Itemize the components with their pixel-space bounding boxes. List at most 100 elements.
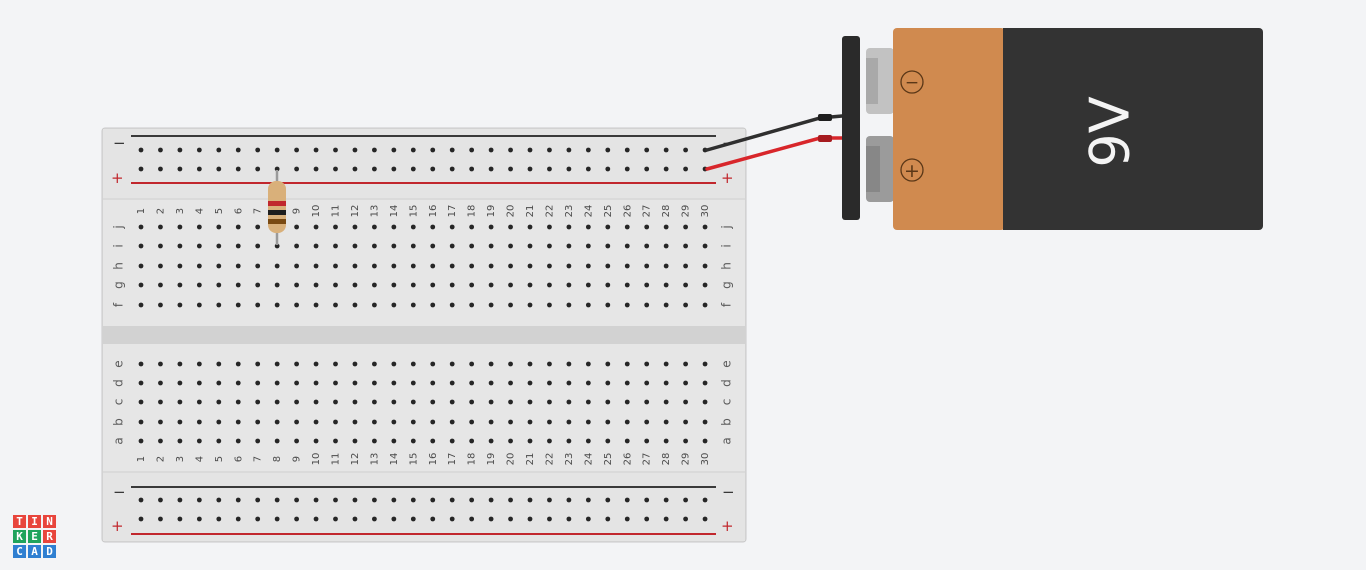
breadboard-hole[interactable] bbox=[372, 224, 377, 230]
top-rail-positive-hole[interactable] bbox=[216, 166, 222, 172]
breadboard-hole[interactable] bbox=[410, 282, 416, 288]
breadboard-hole[interactable] bbox=[605, 263, 611, 269]
breadboard-hole[interactable] bbox=[702, 302, 708, 308]
breadboard-hole[interactable] bbox=[313, 419, 319, 425]
breadboard-hole[interactable] bbox=[624, 399, 630, 405]
bottom-rail-positive-hole[interactable] bbox=[196, 516, 202, 522]
breadboard-hole[interactable] bbox=[683, 361, 688, 367]
bottom-rail-negative-hole[interactable] bbox=[274, 497, 280, 503]
bottom-rail-negative-hole[interactable] bbox=[216, 497, 222, 503]
breadboard-hole[interactable] bbox=[430, 224, 436, 230]
breadboard-hole[interactable] bbox=[410, 419, 416, 425]
bottom-rail-positive-hole[interactable] bbox=[488, 516, 494, 522]
breadboard-hole[interactable] bbox=[683, 399, 688, 405]
breadboard-hole[interactable] bbox=[313, 361, 319, 367]
bottom-rail-negative-hole[interactable] bbox=[644, 497, 650, 503]
breadboard-hole[interactable] bbox=[644, 302, 650, 308]
top-rail-negative-hole[interactable] bbox=[372, 147, 377, 153]
breadboard-hole[interactable] bbox=[547, 282, 552, 288]
breadboard-hole[interactable] bbox=[235, 380, 241, 386]
breadboard-hole[interactable] bbox=[313, 438, 319, 444]
bottom-rail-negative-hole[interactable] bbox=[410, 497, 416, 503]
breadboard-hole[interactable] bbox=[683, 243, 688, 249]
bottom-rail-positive-hole[interactable] bbox=[138, 516, 144, 522]
breadboard-hole[interactable] bbox=[527, 419, 533, 425]
breadboard-hole[interactable] bbox=[702, 399, 708, 405]
bottom-rail-negative-hole[interactable] bbox=[196, 497, 202, 503]
breadboard-hole[interactable] bbox=[624, 243, 630, 249]
top-rail-positive-hole[interactable] bbox=[177, 166, 183, 172]
breadboard-hole[interactable] bbox=[624, 380, 630, 386]
breadboard-hole[interactable] bbox=[488, 243, 494, 249]
breadboard-hole[interactable] bbox=[196, 380, 202, 386]
breadboard-hole[interactable] bbox=[372, 243, 377, 249]
breadboard-hole[interactable] bbox=[313, 282, 319, 288]
top-rail-negative-hole[interactable] bbox=[663, 147, 669, 153]
breadboard-hole[interactable] bbox=[216, 224, 222, 230]
breadboard-hole[interactable] bbox=[508, 438, 513, 444]
breadboard-hole[interactable] bbox=[196, 399, 202, 405]
breadboard-hole[interactable] bbox=[391, 419, 397, 425]
breadboard-hole[interactable] bbox=[566, 380, 572, 386]
breadboard-hole[interactable] bbox=[274, 399, 280, 405]
breadboard-hole[interactable] bbox=[333, 380, 338, 386]
breadboard-hole[interactable] bbox=[488, 361, 494, 367]
breadboard-hole[interactable] bbox=[527, 361, 533, 367]
breadboard-hole[interactable] bbox=[333, 224, 338, 230]
breadboard-hole[interactable] bbox=[158, 282, 163, 288]
breadboard-hole[interactable] bbox=[255, 380, 261, 386]
top-rail-positive-hole[interactable] bbox=[333, 166, 338, 172]
top-rail-negative-hole[interactable] bbox=[624, 147, 630, 153]
breadboard-hole[interactable] bbox=[566, 282, 572, 288]
bottom-rail-positive-hole[interactable] bbox=[508, 516, 513, 522]
breadboard-hole[interactable] bbox=[333, 263, 338, 269]
breadboard-hole[interactable] bbox=[372, 438, 377, 444]
top-rail-positive-hole[interactable] bbox=[294, 166, 299, 172]
top-rail-positive-hole[interactable] bbox=[566, 166, 572, 172]
bottom-rail-positive-hole[interactable] bbox=[527, 516, 533, 522]
top-rail-positive-hole[interactable] bbox=[372, 166, 377, 172]
breadboard-hole[interactable] bbox=[624, 224, 630, 230]
top-rail-negative-hole[interactable] bbox=[255, 147, 261, 153]
breadboard-hole[interactable] bbox=[585, 361, 591, 367]
breadboard-hole[interactable] bbox=[683, 302, 688, 308]
breadboard-hole[interactable] bbox=[158, 302, 163, 308]
breadboard-hole[interactable] bbox=[469, 399, 475, 405]
breadboard-hole[interactable] bbox=[469, 361, 475, 367]
breadboard-hole[interactable] bbox=[663, 263, 669, 269]
breadboard-hole[interactable] bbox=[508, 282, 513, 288]
bottom-rail-negative-hole[interactable] bbox=[333, 497, 338, 503]
breadboard-hole[interactable] bbox=[313, 263, 319, 269]
breadboard-hole[interactable] bbox=[547, 419, 552, 425]
breadboard-hole[interactable] bbox=[644, 438, 650, 444]
breadboard-hole[interactable] bbox=[683, 282, 688, 288]
breadboard-hole[interactable] bbox=[410, 302, 416, 308]
breadboard-hole[interactable] bbox=[469, 380, 475, 386]
breadboard-hole[interactable] bbox=[255, 243, 261, 249]
breadboard-hole[interactable] bbox=[177, 224, 183, 230]
breadboard-hole[interactable] bbox=[333, 419, 338, 425]
breadboard-hole[interactable] bbox=[235, 438, 241, 444]
bottom-rail-negative-hole[interactable] bbox=[391, 497, 397, 503]
breadboard-hole[interactable] bbox=[235, 263, 241, 269]
breadboard-hole[interactable] bbox=[235, 243, 241, 249]
bottom-rail-negative-hole[interactable] bbox=[158, 497, 163, 503]
breadboard-hole[interactable] bbox=[547, 302, 552, 308]
breadboard-hole[interactable] bbox=[294, 263, 299, 269]
breadboard-hole[interactable] bbox=[547, 361, 552, 367]
breadboard-hole[interactable] bbox=[216, 399, 222, 405]
top-rail-negative-hole[interactable] bbox=[585, 147, 591, 153]
bottom-rail-negative-hole[interactable] bbox=[138, 497, 144, 503]
breadboard-hole[interactable] bbox=[508, 419, 513, 425]
breadboard-hole[interactable] bbox=[430, 302, 436, 308]
bottom-rail-positive-hole[interactable] bbox=[391, 516, 397, 522]
breadboard-hole[interactable] bbox=[585, 263, 591, 269]
breadboard-hole[interactable] bbox=[663, 399, 669, 405]
top-rail-positive-hole[interactable] bbox=[196, 166, 202, 172]
breadboard-hole[interactable] bbox=[274, 438, 280, 444]
top-rail-negative-hole[interactable] bbox=[138, 147, 144, 153]
breadboard-hole[interactable] bbox=[566, 263, 572, 269]
top-rail-negative-hole[interactable] bbox=[333, 147, 338, 153]
breadboard-hole[interactable] bbox=[663, 361, 669, 367]
breadboard-hole[interactable] bbox=[294, 399, 299, 405]
